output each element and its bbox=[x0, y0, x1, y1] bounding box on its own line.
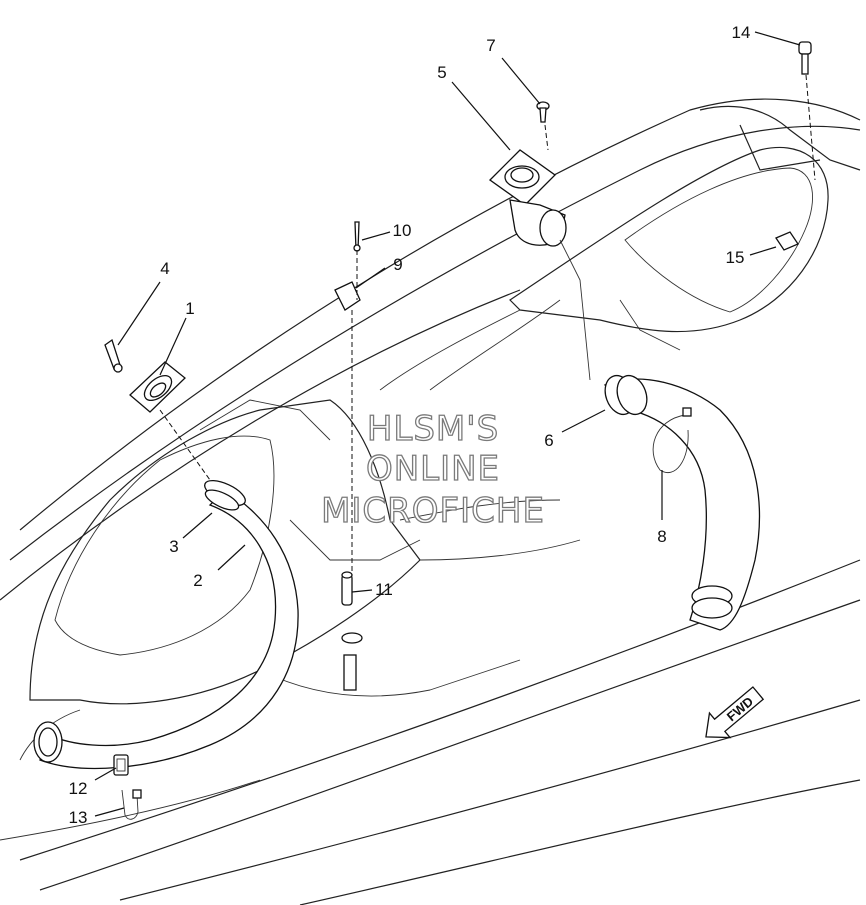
watermark: HLSM'S ONLINE MICROFICHE bbox=[320, 408, 545, 531]
callout-8: 8 bbox=[657, 527, 666, 546]
callout-labels: 1 2 3 4 5 6 7 8 9 10 11 12 13 14 15 bbox=[69, 23, 751, 827]
watermark-line-1: HLSM'S bbox=[367, 409, 499, 449]
hull-outline bbox=[0, 98, 861, 905]
callout-13: 13 bbox=[69, 808, 88, 827]
part-7-screw bbox=[536, 101, 550, 123]
callout-9: 9 bbox=[393, 255, 402, 274]
callout-1: 1 bbox=[185, 299, 194, 318]
part-10-pin bbox=[353, 221, 361, 252]
callout-7: 7 bbox=[486, 36, 495, 55]
callout-3: 3 bbox=[169, 537, 178, 556]
callout-15: 15 bbox=[726, 248, 745, 267]
part-9-cap bbox=[334, 281, 361, 311]
rear-compartment bbox=[379, 146, 829, 391]
callout-2: 2 bbox=[193, 571, 202, 590]
part-4-rivet bbox=[104, 338, 123, 373]
fwd-arrow: FWD bbox=[705, 686, 765, 739]
part-13-wire-lead bbox=[121, 789, 142, 820]
assembly-lines bbox=[159, 74, 816, 575]
callout-6: 6 bbox=[544, 431, 553, 450]
part-5-vent-elbow bbox=[488, 149, 567, 247]
watermark-line-2: ONLINE bbox=[366, 449, 500, 489]
part-11-breather bbox=[341, 571, 363, 691]
callout-10: 10 bbox=[393, 221, 412, 240]
part-14-bolt bbox=[798, 41, 812, 75]
part-6-rear-duct bbox=[603, 374, 761, 631]
part-3-hose-clamp bbox=[204, 479, 246, 511]
watermark-line-3: MICROFICHE bbox=[321, 491, 545, 531]
callout-14: 14 bbox=[732, 23, 751, 42]
part-12-grommet bbox=[113, 754, 129, 776]
callout-4: 4 bbox=[160, 259, 169, 278]
part-8-cable-tie bbox=[652, 407, 692, 473]
part-15-clip bbox=[775, 231, 799, 251]
callout-12: 12 bbox=[69, 779, 88, 798]
callout-11: 11 bbox=[375, 580, 393, 599]
part-1-vent-cover bbox=[129, 361, 186, 413]
part-2-front-duct bbox=[33, 489, 299, 770]
leader-lines bbox=[94, 31, 801, 817]
callout-5: 5 bbox=[437, 63, 446, 82]
